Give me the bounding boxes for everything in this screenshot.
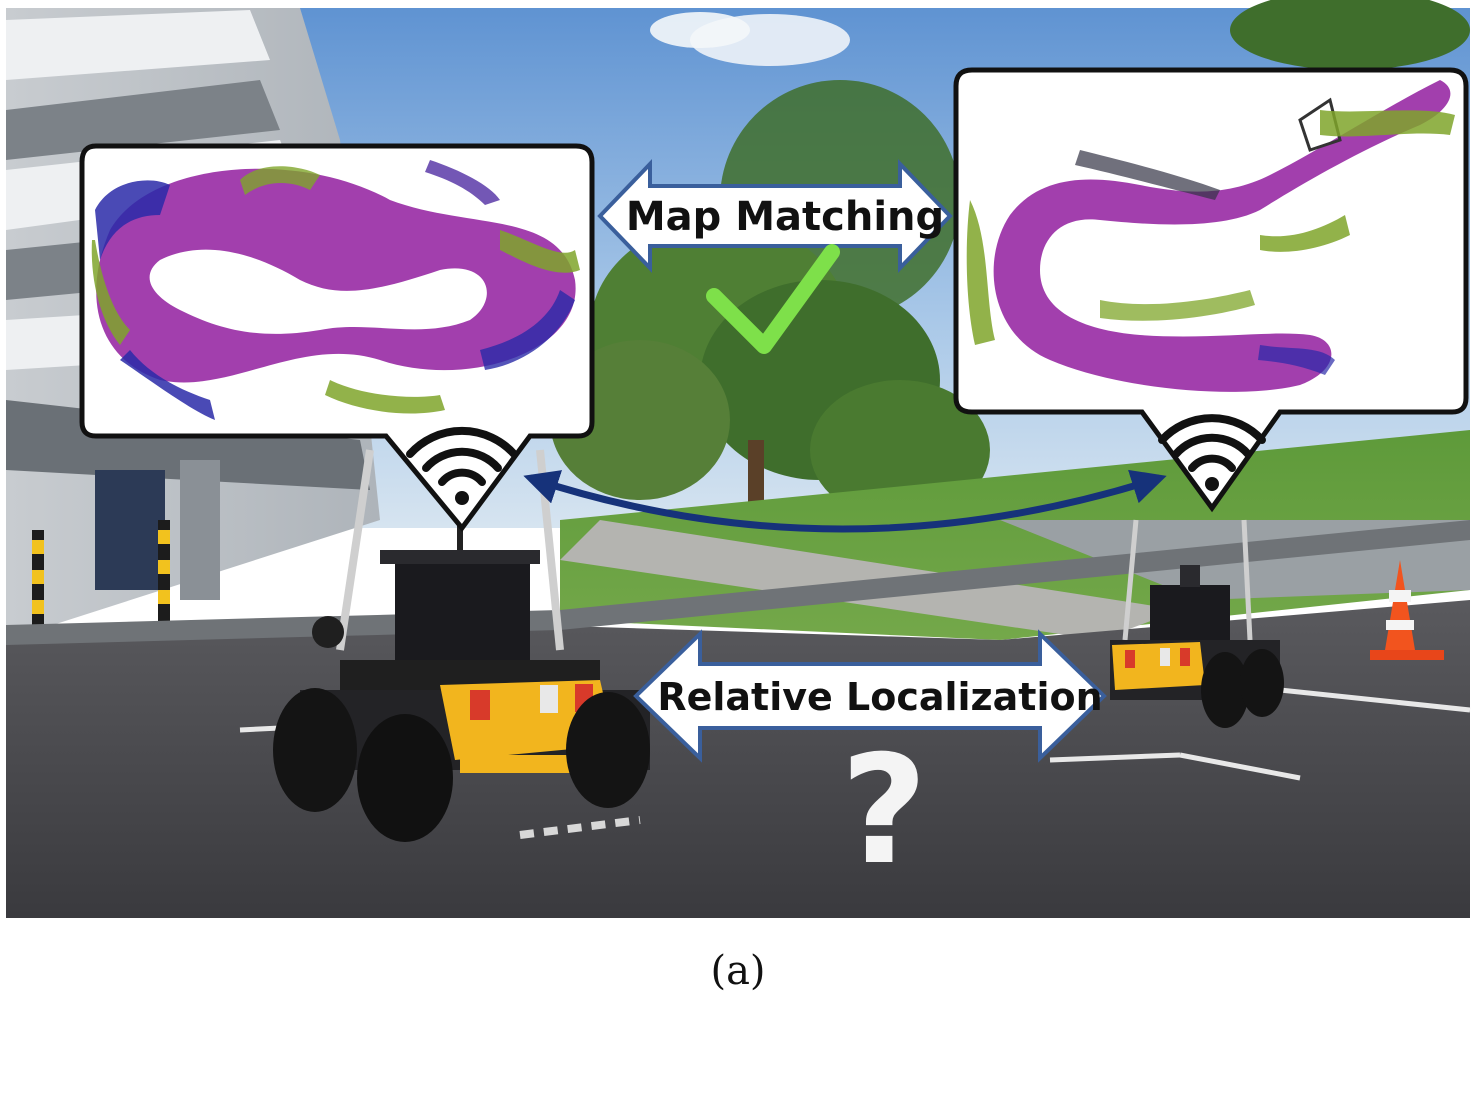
- map-panel-right: [953, 67, 1469, 513]
- trees: [550, 0, 1470, 600]
- relative-localization-arrow: Relative Localization: [633, 629, 1107, 763]
- wifi-icon: [1158, 414, 1266, 491]
- wifi-icon: [406, 426, 518, 505]
- point-cloud-map-right: [993, 80, 1451, 392]
- map-matching-arrow: Map Matching: [597, 159, 953, 273]
- communication-link-arrow: [523, 469, 1167, 533]
- robot-right: [1110, 519, 1284, 728]
- point-cloud-map-left: [96, 168, 576, 383]
- traffic-cone: [1370, 560, 1444, 660]
- figure-caption: (a): [710, 948, 766, 994]
- scene-photo: Map Matching Relative Localization ?: [6, 0, 1471, 918]
- relative-localization-label: Relative Localization: [657, 675, 1102, 719]
- map-matching-label: Map Matching: [626, 194, 944, 240]
- robot-left: [273, 449, 650, 842]
- check-mark-icon: [706, 244, 840, 354]
- question-mark: ?: [840, 724, 927, 898]
